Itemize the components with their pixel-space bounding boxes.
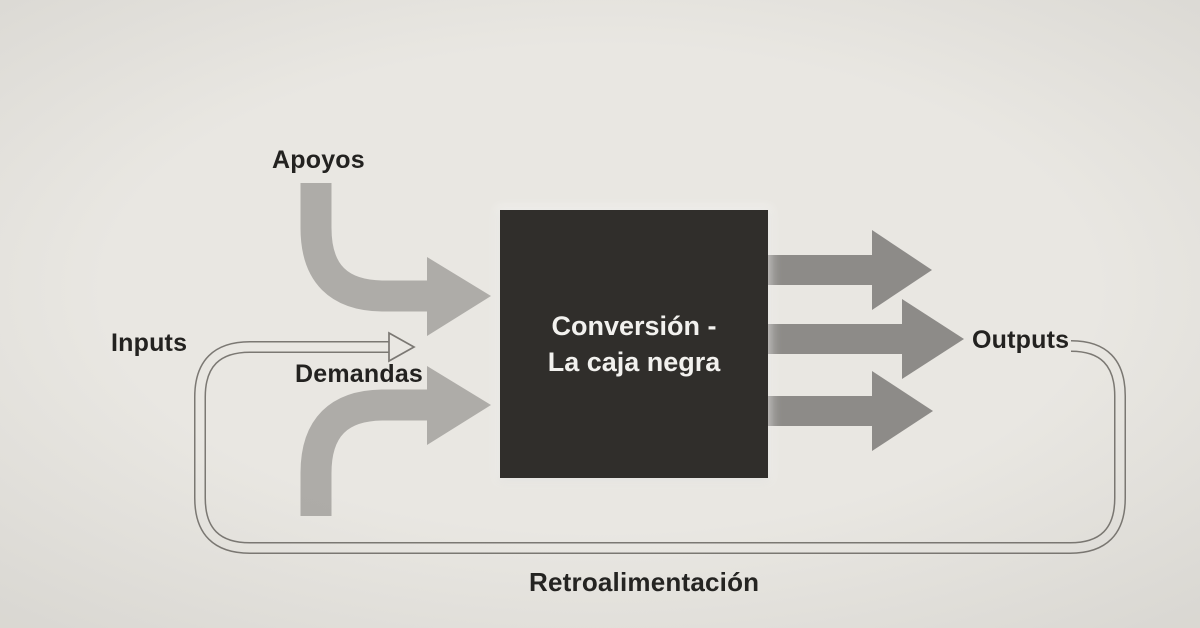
conversion-box: Conversión - La caja negra bbox=[500, 210, 768, 478]
label-apoyos: Apoyos bbox=[272, 146, 365, 174]
output-arrow-middle-icon bbox=[762, 299, 964, 379]
feedback-arrowhead-icon bbox=[388, 331, 416, 363]
conversion-box-line1: Conversión - bbox=[551, 310, 717, 341]
output-arrow-top-icon bbox=[762, 230, 932, 310]
label-inputs: Inputs bbox=[111, 329, 188, 357]
feedback-loop-arrow bbox=[194, 331, 1126, 554]
demandas-curved-arrow-icon bbox=[300, 366, 491, 516]
label-outputs: Outputs bbox=[972, 326, 1070, 354]
apoyos-curved-arrow-icon bbox=[300, 183, 491, 336]
conversion-box-line2: La caja negra bbox=[547, 347, 721, 377]
output-arrow-bottom-icon bbox=[762, 371, 933, 451]
feedback-loop-core bbox=[195, 341, 1125, 553]
label-retroalimentacion: Retroalimentación bbox=[529, 567, 760, 597]
label-demandas: Demandas bbox=[295, 360, 424, 388]
